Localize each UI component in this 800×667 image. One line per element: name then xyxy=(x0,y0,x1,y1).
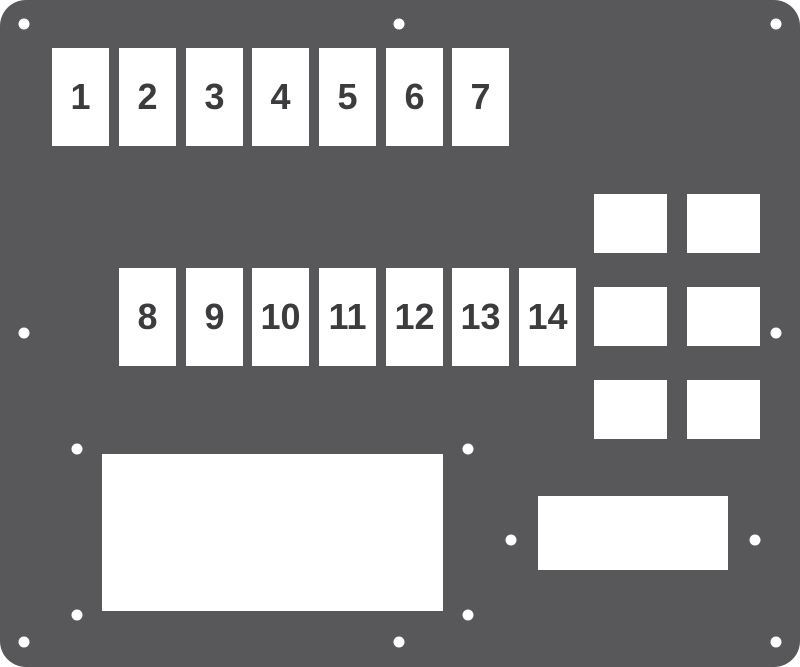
switch-cutout-4 xyxy=(687,287,760,346)
fuse-slot-6: 6 xyxy=(386,48,443,146)
display-mounting-hole xyxy=(71,609,83,621)
fuse-slot-12: 12 xyxy=(386,268,443,366)
mounting-hole xyxy=(770,18,782,30)
switch-cutout-2 xyxy=(687,194,760,253)
switch-cutout-5 xyxy=(594,380,667,439)
fuse-slot-10: 10 xyxy=(252,268,309,366)
large-display-cutout xyxy=(102,454,443,611)
display-mounting-hole xyxy=(71,443,83,455)
mounting-hole xyxy=(770,327,782,339)
fuse-slot-label: 1 xyxy=(70,76,91,117)
fuse-slot-label: 4 xyxy=(270,76,291,117)
fuse-slot-label: 12 xyxy=(394,296,435,337)
small-cutout-mounting-hole xyxy=(505,534,517,546)
mounting-hole xyxy=(18,327,30,339)
switch-cutout-3 xyxy=(594,287,667,346)
fuse-slot-14: 14 xyxy=(519,268,576,366)
mounting-hole xyxy=(393,18,405,30)
fuse-slot-11: 11 xyxy=(319,268,376,366)
fuse-slot-label: 5 xyxy=(337,76,358,117)
fuse-slot-8: 8 xyxy=(119,268,176,366)
fuse-slot-5: 5 xyxy=(319,48,376,146)
small-cutout-mounting-hole xyxy=(749,534,761,546)
fuse-slot-13: 13 xyxy=(452,268,509,366)
mounting-hole xyxy=(18,636,30,648)
fuse-slot-label: 7 xyxy=(470,76,491,117)
display-mounting-hole xyxy=(462,443,474,455)
switch-cutout-1 xyxy=(594,194,667,253)
fuse-slot-label: 11 xyxy=(328,296,367,337)
fuse-slot-7: 7 xyxy=(452,48,509,146)
fuse-slot-4: 4 xyxy=(252,48,309,146)
fuse-slot-label: 9 xyxy=(204,296,225,337)
fuse-slot-label: 8 xyxy=(137,296,158,337)
fuse-slot-label: 10 xyxy=(260,296,301,337)
mounting-hole xyxy=(770,636,782,648)
fuse-slot-label: 6 xyxy=(404,76,425,117)
fuse-slot-3: 3 xyxy=(186,48,243,146)
fuse-slot-label: 14 xyxy=(527,296,568,337)
fuse-slot-9: 9 xyxy=(186,268,243,366)
mounting-hole xyxy=(18,18,30,30)
display-mounting-hole xyxy=(462,609,474,621)
switch-cutout-6 xyxy=(687,380,760,439)
fuse-slot-2: 2 xyxy=(119,48,176,146)
fuse-slot-1: 1 xyxy=(52,48,109,146)
mounting-hole xyxy=(393,636,405,648)
fuse-slot-label: 3 xyxy=(204,76,225,117)
fuse-slot-label: 2 xyxy=(137,76,158,117)
small-rect-cutout xyxy=(538,496,728,570)
fuse-slot-label: 13 xyxy=(460,296,501,337)
